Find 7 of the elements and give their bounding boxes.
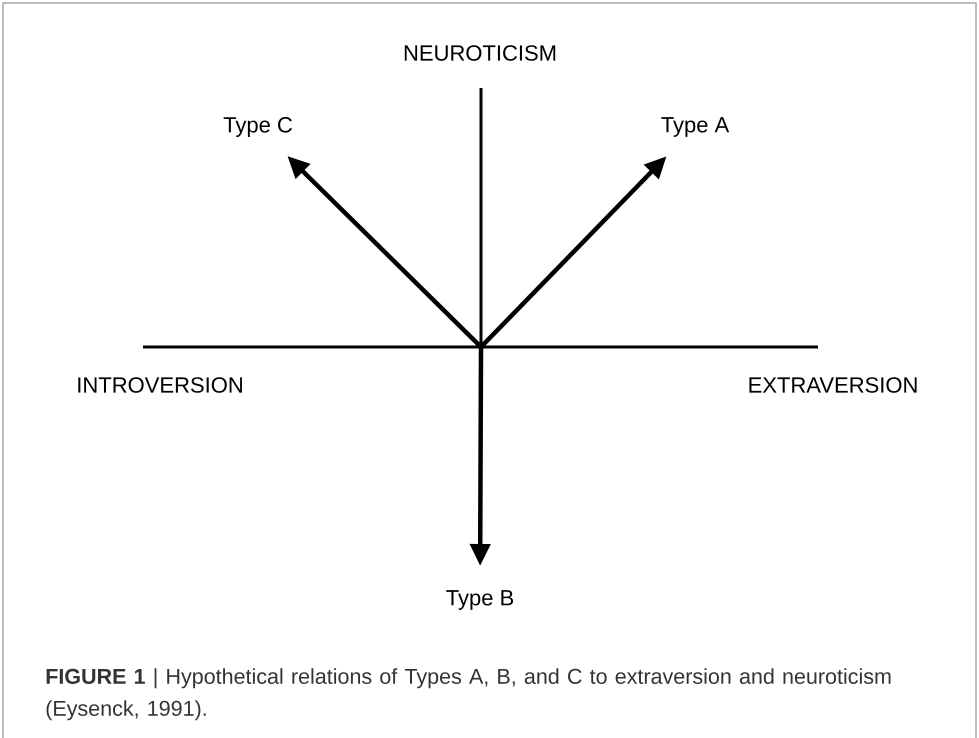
axis-label: NEUROTICISM <box>404 45 556 61</box>
type-label: Type A <box>661 117 730 137</box>
axis-label: INTROVERSION <box>78 377 242 393</box>
caption: FIGURE 1 | Hypothetical relations of Types A, B, and C to extraversion and neuroticism (Eysenck, 1991). <box>46 668 890 720</box>
axis-label: EXTRAVERSION <box>749 377 917 393</box>
type-label: Type C <box>224 117 292 137</box>
type-label: Type B <box>446 590 514 610</box>
